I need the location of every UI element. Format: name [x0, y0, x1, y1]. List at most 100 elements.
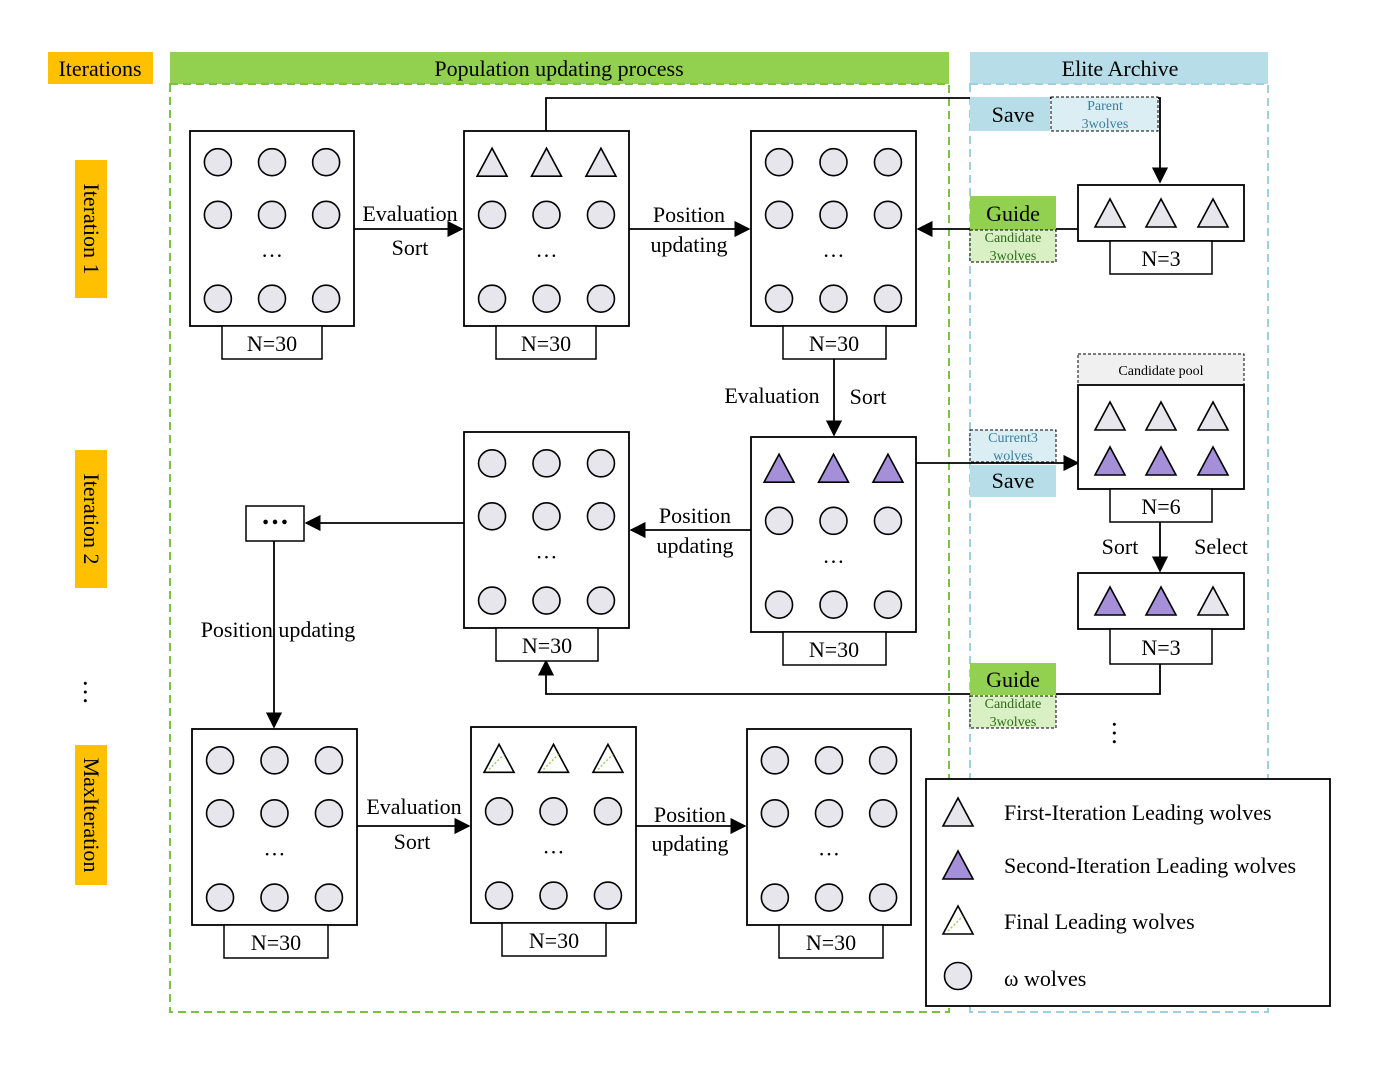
label-evaluation-r1: Evaluation	[362, 201, 457, 226]
wolf-r3c1-bot-0	[205, 883, 235, 912]
wolf-r3c2-mid-2	[593, 796, 623, 826]
current-line1: Current3	[988, 431, 1038, 446]
leader-r2c3-top-1	[817, 452, 850, 484]
archive1-leader-1	[1144, 197, 1178, 228]
size-r3c1: N=30	[251, 930, 301, 955]
wolf-r3c2-mid-1	[539, 796, 568, 826]
wolf-r1c1-top-0	[203, 147, 233, 177]
archive1-leader-2	[1196, 197, 1230, 228]
ellipsis-r3c1: …	[264, 835, 286, 860]
legend-second-label: Second-Iteration Leading wolves	[1004, 853, 1296, 878]
archive2-leader-1	[1144, 585, 1178, 616]
archive2-leader-0	[1093, 585, 1127, 616]
candidate-2-line1: Candidate	[985, 697, 1042, 712]
label-updating-r3: updating	[652, 831, 729, 856]
legend-shapes	[941, 796, 975, 991]
parent-line1: Parent	[1087, 99, 1123, 114]
size-labels: N=30 N=30 N=30 N=30 N=30 N=30 N=30 N=30	[221, 325, 887, 959]
wolf-r1c2-bot-0	[477, 284, 507, 314]
wolf-r1c3-mid-0	[764, 200, 794, 230]
wolf-r2c3-mid-2	[873, 506, 903, 536]
wolf-r2c3-bot-0	[764, 590, 794, 620]
wolf-r1c2-bot-1	[532, 284, 561, 314]
size-r1c1: N=30	[247, 331, 297, 356]
save-tag-2	[970, 465, 1056, 497]
wolf-r2c2-mid-0	[477, 501, 507, 531]
dots-label: …	[261, 500, 289, 531]
ellipsis-r3c3: …	[818, 835, 840, 860]
size-r1c2: N=30	[521, 331, 571, 356]
guide-label-1: Guide	[986, 201, 1040, 226]
wolf-r2c3-mid-0	[764, 506, 794, 536]
wolf-r1c3-top-2	[873, 147, 903, 177]
wolf-r1c1-bot-0	[203, 284, 233, 314]
wolf-r3c3-top-2	[868, 746, 898, 775]
leader-r1c2-top-1	[530, 146, 563, 177]
candidate-1-line2: 3wolves	[990, 249, 1037, 264]
legend-omega-label: ω wolves	[1004, 966, 1086, 991]
legend-first-label: First-Iteration Leading wolves	[1004, 800, 1272, 825]
wolf-r3c1-mid-2	[314, 798, 344, 828]
max-label: MaxIteration	[79, 758, 104, 873]
wolf-r3c3-top-0	[760, 746, 790, 775]
wolf-r1c2-mid-1	[532, 200, 561, 230]
label-sort-r1: Sort	[392, 235, 429, 260]
wolf-r2c2-mid-2	[586, 501, 616, 531]
candidate-tag-1	[969, 229, 1057, 263]
wolf-r1c1-mid-1	[257, 200, 287, 230]
wolf-r1c1-mid-2	[311, 200, 341, 230]
ellipsis-r3c2: …	[543, 833, 565, 858]
wolf-r3c3-bot-0	[760, 883, 790, 912]
leader-r2c3-top-0	[762, 452, 796, 484]
wolf-r1c2-mid-2	[586, 200, 616, 230]
wolf-r1c1-bot-1	[257, 284, 287, 314]
wolf-r3c2-bot-0	[484, 881, 514, 910]
leader-r3c2-top-0	[482, 742, 516, 774]
size-r2c3: N=30	[809, 637, 859, 662]
candidate-pool-label: Candidate pool	[1118, 364, 1203, 379]
leader-r3c2-top-0-hatch	[488, 753, 505, 770]
label-sort-r3: Sort	[394, 829, 431, 854]
pool-second-leader-2	[1196, 445, 1230, 476]
wolf-r1c3-mid-1	[819, 200, 848, 230]
iter2-label: Iteration 2	[79, 473, 104, 564]
size-archive-2: N=3	[1141, 635, 1180, 660]
wolf-r1c3-bot-2	[873, 284, 903, 314]
wolf-r1c3-top-0	[764, 147, 794, 177]
elite-header-band	[970, 52, 1268, 84]
leader-r2c3-top-2	[871, 452, 905, 484]
iter-ellipsis: …	[78, 679, 107, 705]
candidate-2-line2: 3wolves	[990, 715, 1037, 730]
wolf-r2c2-bot-1	[532, 586, 561, 615]
ellipsis-r2c2: …	[536, 538, 558, 563]
wolf-r2c2-top-1	[532, 449, 561, 478]
label-position-r1: Position	[653, 202, 725, 227]
wolf-r1c3-top-1	[819, 147, 848, 177]
wolf-r2c2-bot-0	[477, 586, 507, 615]
elite-region	[969, 83, 1269, 1013]
leader-r1c2-top-0	[475, 146, 509, 177]
ellipsis-r1c3: …	[823, 237, 845, 262]
guide-tag-1	[970, 196, 1056, 230]
current-tag	[969, 429, 1057, 463]
archive2-leader-2	[1196, 585, 1230, 616]
archive-shapes	[1093, 197, 1230, 616]
population-header: Population updating process	[434, 56, 683, 81]
label-position-updating: Position updating	[201, 617, 356, 642]
population-header-band	[170, 52, 949, 84]
wolf-r3c3-bot-1	[814, 883, 844, 912]
wolf-r2c2-top-2	[586, 449, 616, 478]
iter1-band	[75, 160, 107, 298]
wolf-r3c1-mid-0	[205, 798, 235, 828]
current-line2: wolves	[993, 449, 1033, 464]
wolf-r3c3-mid-1	[814, 798, 844, 828]
wolf-r3c1-top-0	[205, 746, 235, 775]
size-r2c2: N=30	[522, 633, 572, 658]
leader-r3c2-top-2-hatch	[597, 753, 614, 770]
parent-tag	[1050, 96, 1159, 132]
elite-header: Elite Archive	[1062, 56, 1179, 81]
legend-second-icon	[941, 849, 975, 880]
pool-first-leader-0	[1093, 400, 1127, 431]
legend-final-icon-hatch	[947, 915, 964, 932]
archive-ellipsis: …	[1107, 720, 1136, 746]
